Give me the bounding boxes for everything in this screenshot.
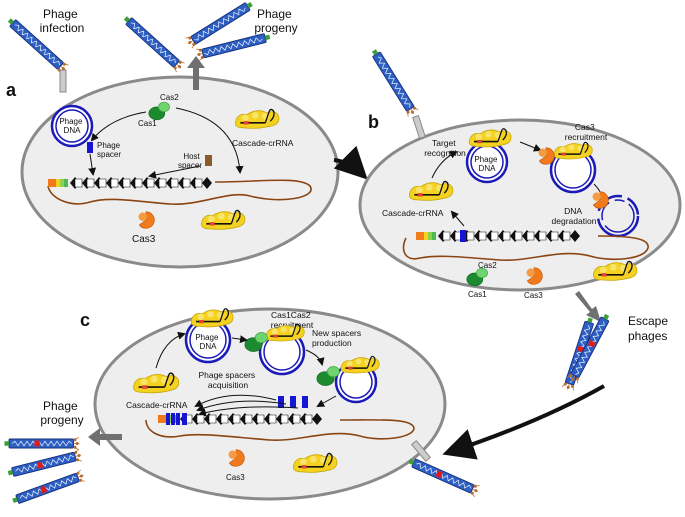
cas3-protein-icon — [538, 147, 555, 165]
phage-icon — [4, 437, 80, 450]
cas3-label-a: Cas3 — [132, 234, 156, 245]
cas1-label-b: Cas1 — [468, 290, 487, 299]
phage-spacer-icon — [176, 413, 180, 425]
phage-infection-label: Phage infection — [40, 7, 85, 35]
cas2-label-a: Cas2 — [160, 93, 179, 102]
arrow-a-to-b — [333, 145, 368, 180]
panel-label-c: c — [80, 310, 90, 330]
dna-degradation-label: DNA degradation — [552, 206, 597, 226]
cas3-protein-icon — [138, 211, 155, 229]
host-spacer-label: Host spacer — [178, 152, 202, 170]
phage-spacer-icon — [171, 413, 175, 425]
progeny-exit-arrow-c — [88, 428, 122, 446]
cascade-crrna-label-b: Cascade-crRNA — [382, 208, 444, 218]
cas3-protein-icon — [228, 449, 245, 467]
chromosome-b — [402, 235, 649, 261]
phage-spacer-icon — [182, 413, 187, 425]
phage-spacer-label: Phage spacer — [97, 141, 122, 159]
cascade-crrna-label-c: Cascade-crRNA — [126, 400, 188, 410]
phage-icon — [120, 12, 186, 74]
arrow-b-to-c — [442, 384, 605, 460]
phage-spacers-acquisition-label: Phage spacers acquisition — [198, 370, 257, 390]
target-recognition-label: Target recognition — [424, 138, 466, 158]
phage-tail-c — [410, 439, 432, 463]
phage-progeny-label-c: Phage progeny — [40, 399, 83, 427]
phage-spacer-icon — [166, 413, 170, 425]
arrow-cas-to-phage-spacer — [90, 111, 147, 142]
bacterial-cell-b — [358, 118, 682, 292]
host-spacer-icon — [205, 155, 212, 166]
cas3-protein-icon — [526, 267, 543, 285]
cas3-protein-icon — [592, 191, 609, 209]
phage-spacer-icon — [290, 396, 296, 408]
cas2-label-b: Cas2 — [478, 261, 497, 270]
phage-icon — [10, 469, 87, 507]
escape-phages-label: Escape phages — [628, 314, 671, 343]
cas1-label-a: Cas1 — [138, 119, 157, 128]
cascade-crrna-label-a: Cascade-crRNA — [232, 138, 294, 148]
phage-icon — [368, 46, 420, 118]
phage-dna-label-c: Phage DNA — [195, 333, 220, 351]
phage-dna-label-a: Phage DNA — [59, 117, 84, 135]
cas1cas2-recruitment-label: Cas1Cas2 recruitment — [271, 310, 314, 330]
phage-progeny-label-top: Phage progeny — [254, 7, 297, 35]
phage-tail-b — [412, 114, 426, 140]
panel-b: b Target recognition Phage DNA Cas3 recr… — [358, 46, 682, 322]
phage-spacer-icon — [278, 396, 284, 408]
phage-spacer-icon — [302, 396, 308, 408]
cas3-label-c: Cas3 — [226, 473, 245, 482]
phage-dna-label-b: Phage DNA — [474, 155, 499, 173]
phage-spacer-icon — [87, 142, 93, 153]
plasmid-dna-icon — [50, 104, 94, 148]
chromosome-a — [47, 179, 312, 205]
new-spacers-label: New spacers production — [312, 328, 364, 348]
chromosome-c — [145, 419, 415, 441]
bacterial-cell-c — [93, 307, 447, 501]
cas3-label-b: Cas3 — [524, 291, 543, 300]
arrow-cas-to-host-spacer — [175, 107, 244, 174]
progeny-exit-arrow — [187, 56, 205, 90]
panel-c: c Phage DNA Cas1Cas2 recruitment New spa… — [80, 307, 481, 501]
escape-exit-arrow — [575, 291, 601, 322]
panel-label-b: b — [368, 112, 379, 132]
cascade-complex-icon — [190, 307, 234, 328]
phage-icon — [406, 455, 481, 498]
panel-label-a: a — [6, 80, 17, 100]
phage-spacer-icon — [460, 230, 466, 242]
panel-a: a Phage infection Phage progeny Phage DN… — [4, 0, 340, 269]
cas3-recruitment-label: Cas3 recruitment — [565, 122, 608, 142]
phage-tail-a — [59, 69, 67, 93]
